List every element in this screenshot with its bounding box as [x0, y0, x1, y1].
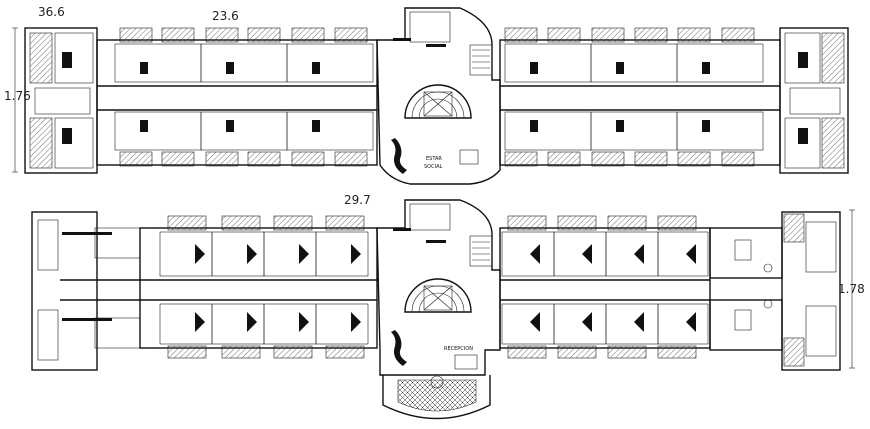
top-central-hub: ESTAR SOCIAL	[376, 7, 501, 185]
bottom-right-rooms	[501, 215, 709, 359]
bottom-left-rooms	[159, 215, 369, 359]
estar-label-line1: ESTAR	[426, 156, 442, 162]
top-left-upper-rooms	[114, 27, 374, 83]
bottom-floor-plan: RECEPCION	[31, 199, 855, 420]
recepcion-label: RECEPCION	[444, 346, 473, 352]
top-floor-plan: ESTAR SOCIAL	[12, 7, 849, 185]
dimension-29-7: 29.7	[344, 193, 371, 207]
dimension-23-6: 23.6	[212, 9, 239, 23]
top-left-lower-rooms	[114, 111, 374, 167]
dimension-1-76: 1.76	[4, 89, 31, 103]
bottom-central-hub: RECEPCION	[376, 199, 501, 420]
estar-label-line2: SOCIAL	[424, 164, 442, 170]
dimension-1-78: 1.78	[838, 282, 865, 296]
top-right-rooms	[504, 27, 764, 167]
dimension-36-6: 36.6	[38, 5, 65, 19]
